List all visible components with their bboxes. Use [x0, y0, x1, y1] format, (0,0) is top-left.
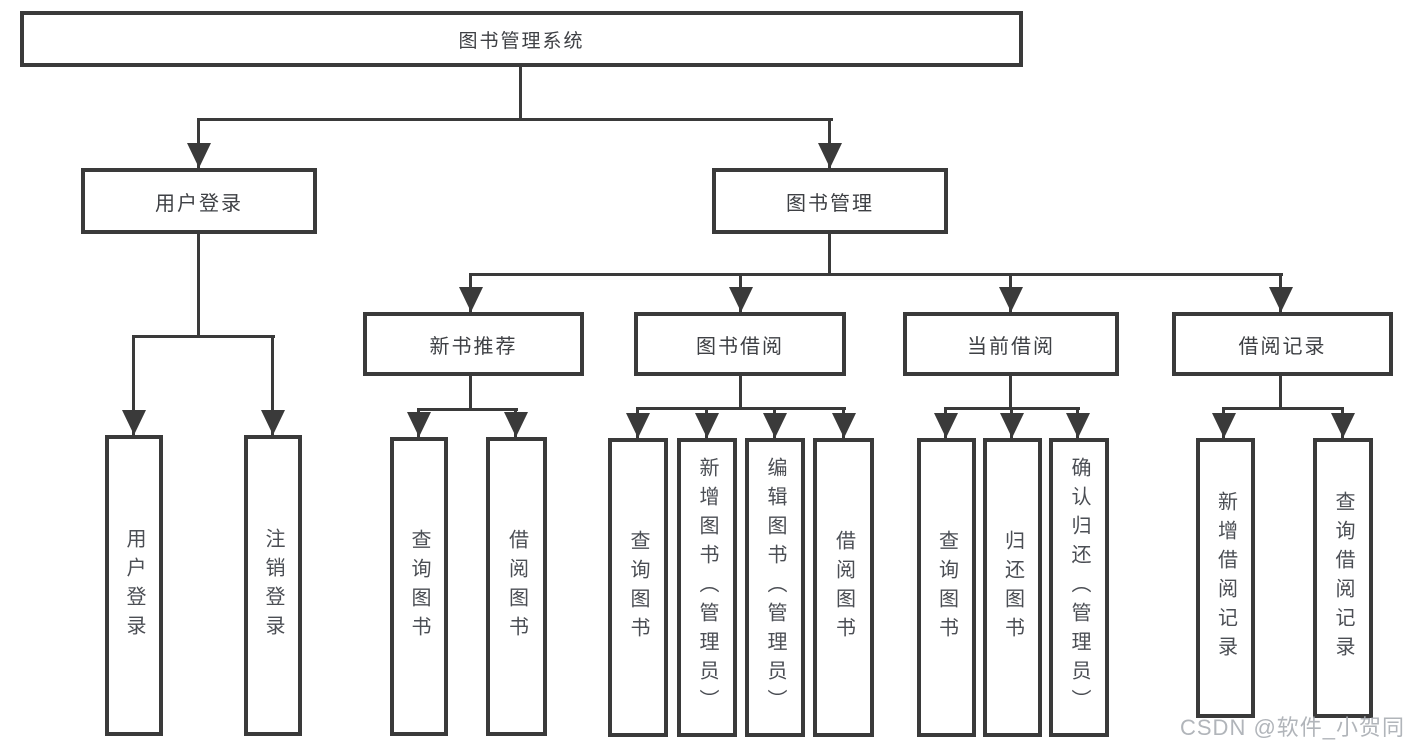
group-book-borrow-label: 图书借阅	[696, 335, 784, 358]
branch-book-mgmt: 图书管理	[712, 168, 948, 234]
group-book-borrow: 图书借阅	[634, 312, 846, 376]
leaf-bb-borrow-books-label: 借阅图书	[832, 529, 855, 646]
leaf-br-add-record-label: 新增借阅记录	[1214, 491, 1237, 665]
leaf-cb-confirm-return-admin-label: 确认归还（管理员）	[1068, 457, 1090, 718]
group-borrow-records: 借阅记录	[1172, 312, 1393, 376]
group-current-borrow: 当前借阅	[903, 312, 1119, 376]
branch-user-login: 用户登录	[81, 168, 317, 234]
leaf-nb-query-books-label: 查询图书	[408, 528, 430, 645]
leaf-cb-confirm-return-admin: 确认归还（管理员）	[1049, 438, 1109, 737]
connector-book-mgmt-stem	[828, 234, 831, 273]
leaf-bb-edit-books-admin: 编辑图书（管理员）	[745, 438, 805, 737]
leaf-cb-return-books-label: 归还图书	[1001, 529, 1024, 646]
connector-g2-stem	[739, 376, 742, 407]
connector-g1-arrow-2	[504, 412, 528, 437]
connector-arrow-new-books	[459, 287, 483, 312]
leaf-bb-edit-books-admin-label: 编辑图书（管理员）	[764, 457, 786, 718]
leaf-nb-borrow-books-label: 借阅图书	[505, 528, 528, 645]
connector-g2-arrow-2	[695, 413, 719, 438]
leaf-logout-login-label: 注销登录	[262, 527, 284, 644]
connector-drop-leaf-login	[132, 335, 135, 435]
group-new-book-recommend: 新书推荐	[363, 312, 584, 376]
connector-arrow-book-mgmt	[818, 143, 842, 168]
leaf-br-query-record: 查询借阅记录	[1313, 438, 1373, 718]
connector-arrow-user-login	[187, 143, 211, 168]
leaf-bb-borrow-books: 借阅图书	[813, 438, 874, 737]
connector-g3-stem	[1009, 376, 1012, 407]
connector-g1-hline	[417, 408, 518, 411]
connector-g4-hline	[1222, 407, 1344, 410]
connector-g3-arrow-3	[1066, 413, 1090, 438]
connector-root-stem	[519, 67, 522, 118]
leaf-cb-query-books-label: 查询图书	[935, 529, 958, 646]
leaf-nb-borrow-books: 借阅图书	[486, 437, 547, 736]
connector-user-login-stem	[197, 234, 200, 335]
branch-book-mgmt-label: 图书管理	[786, 192, 874, 215]
leaf-user-login: 用户登录	[105, 435, 163, 736]
connector-arrow-borrow-records	[1269, 287, 1293, 312]
leaf-br-query-record-label: 查询借阅记录	[1332, 491, 1354, 665]
connector-user-login-hline	[132, 335, 275, 338]
connector-g4-arrow-2	[1331, 413, 1355, 438]
watermark: CSDN @软件_小贺同学	[1180, 715, 1405, 740]
leaf-nb-query-books: 查询图书	[390, 437, 448, 736]
leaf-user-login-label: 用户登录	[123, 527, 145, 644]
connector-g3-arrow-1	[934, 413, 958, 438]
connector-g4-stem	[1279, 376, 1282, 407]
connector-g4-arrow-1	[1212, 413, 1236, 438]
branch-user-login-label: 用户登录	[155, 192, 243, 215]
leaf-bb-query-books: 查询图书	[608, 438, 668, 737]
connector-root-hline	[197, 118, 833, 121]
connector-g2-hline	[636, 407, 846, 410]
leaf-bb-add-books-admin-label: 新增图书（管理员）	[696, 457, 718, 718]
group-new-book-recommend-label: 新书推荐	[429, 335, 518, 358]
connector-arrow-leaf-logout	[261, 410, 285, 435]
leaf-bb-query-books-label: 查询图书	[627, 529, 649, 646]
connector-g2-arrow-3	[763, 413, 787, 438]
connector-arrow-book-borrow	[729, 287, 753, 312]
connector-g1-stem	[469, 376, 472, 408]
leaf-logout-login: 注销登录	[244, 435, 302, 736]
group-borrow-records-label: 借阅记录	[1238, 335, 1327, 358]
connector-drop-leaf-logout	[271, 335, 274, 435]
group-current-borrow-label: 当前借阅	[967, 335, 1055, 358]
leaf-cb-query-books: 查询图书	[917, 438, 976, 737]
connector-book-mgmt-hline	[469, 273, 1283, 276]
connector-arrow-leaf-login	[122, 410, 146, 435]
connector-g2-arrow-1	[626, 413, 650, 438]
connector-g1-arrow-1	[407, 412, 431, 437]
connector-arrow-current-borrow	[999, 287, 1023, 312]
node-root: 图书管理系统	[20, 11, 1023, 67]
node-root-label: 图书管理系统	[458, 30, 585, 52]
leaf-br-add-record: 新增借阅记录	[1196, 438, 1255, 718]
leaf-cb-return-books: 归还图书	[983, 438, 1042, 737]
leaf-bb-add-books-admin: 新增图书（管理员）	[677, 438, 737, 737]
connector-g2-arrow-4	[832, 413, 856, 438]
connector-g3-arrow-2	[1000, 413, 1024, 438]
